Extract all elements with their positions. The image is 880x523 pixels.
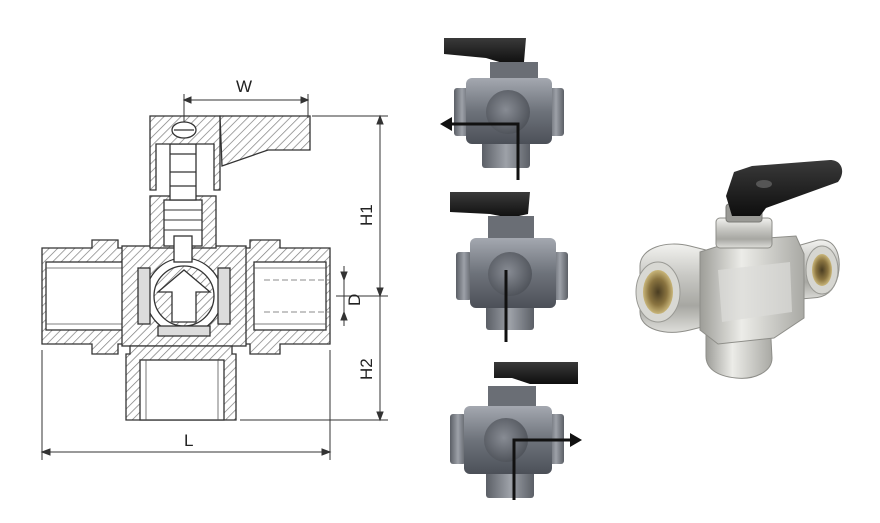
dimension-h2-label: H2 bbox=[357, 358, 376, 380]
dimension-l bbox=[40, 350, 332, 460]
technical-drawing: W H1 D H2 bbox=[40, 77, 388, 460]
flow-arrow-head bbox=[570, 433, 582, 447]
lever-handle-icon bbox=[450, 192, 530, 218]
dimension-h1 bbox=[312, 114, 388, 298]
flow-arrow-head bbox=[440, 117, 452, 131]
flow-arrow bbox=[450, 122, 520, 180]
ball bbox=[486, 90, 530, 134]
dimension-h2 bbox=[240, 296, 388, 422]
stem-cap bbox=[488, 386, 536, 406]
dimension-d-label: D bbox=[345, 294, 364, 306]
left-port bbox=[450, 414, 466, 464]
body-facet bbox=[718, 262, 792, 322]
valve-body-section bbox=[41, 115, 331, 421]
stem-cap bbox=[490, 62, 538, 78]
dimension-h1-label: H1 bbox=[357, 204, 376, 226]
left-port bbox=[456, 252, 472, 300]
lever-handle-icon bbox=[726, 160, 843, 216]
right-port-thread bbox=[812, 254, 832, 286]
lever-handle-icon bbox=[494, 362, 578, 384]
flow-diagram-bottom-to-left bbox=[440, 38, 564, 180]
ball bbox=[484, 418, 528, 462]
dimension-w-label: W bbox=[236, 77, 252, 96]
flow-arrow bbox=[512, 438, 572, 500]
flow-diagram-bottom-to-right bbox=[450, 362, 582, 500]
left-port-thread bbox=[643, 270, 673, 314]
dimension-w bbox=[182, 94, 310, 122]
handle-screw bbox=[756, 180, 772, 188]
stem-cap bbox=[488, 216, 534, 238]
lever-handle-icon bbox=[444, 38, 526, 64]
dimension-d bbox=[340, 266, 348, 326]
flow-diagram-bottom-straight bbox=[450, 192, 568, 342]
product-photo bbox=[635, 160, 843, 379]
ball bbox=[488, 252, 532, 296]
dimension-l-label: L bbox=[184, 431, 193, 450]
